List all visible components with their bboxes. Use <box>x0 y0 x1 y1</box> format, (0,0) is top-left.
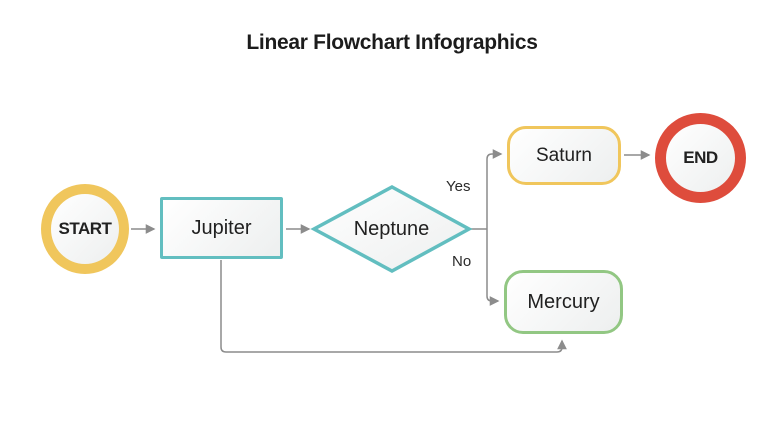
branch-label-no: No <box>452 253 472 270</box>
node-saturn: Saturn <box>507 126 621 185</box>
node-saturn-label: Saturn <box>536 144 592 166</box>
node-neptune-diamond-shape <box>310 185 473 273</box>
edge-neptune-mercury-no <box>486 229 500 306</box>
node-jupiter: Jupiter <box>160 197 283 259</box>
node-mercury-label: Mercury <box>527 290 600 313</box>
node-neptune: Neptune <box>314 211 469 247</box>
node-end: END <box>655 113 746 203</box>
node-mercury: Mercury <box>504 270 623 334</box>
edge-neptune-saturn-yes <box>486 149 503 229</box>
node-neptune-label: Neptune <box>353 217 430 240</box>
node-start: START <box>41 184 129 274</box>
branch-label-yes: Yes <box>446 178 471 195</box>
edge-jupiter-mercury-feedback <box>220 260 567 353</box>
node-end-label: END <box>683 148 718 167</box>
node-start-label: START <box>58 219 112 238</box>
node-jupiter-label: Jupiter <box>191 216 252 239</box>
page-title: Linear Flowchart Infographics <box>246 31 538 54</box>
